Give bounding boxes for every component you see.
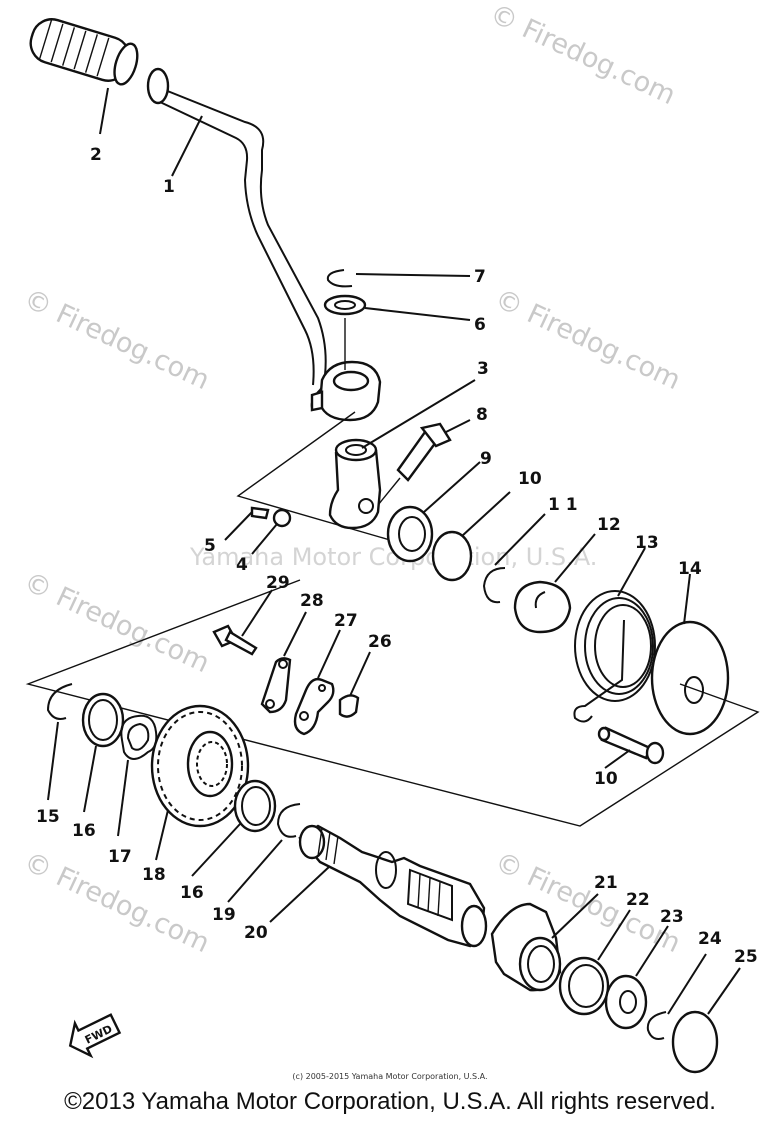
callout-22: 22	[626, 890, 650, 910]
spring-22: 22	[558, 890, 650, 1016]
callout-19: 19	[212, 905, 236, 925]
callout-4: 4	[236, 555, 248, 575]
circlip-15: 15	[36, 683, 73, 827]
callout-15: 15	[36, 807, 60, 827]
watermark-top-right: © Firedog.com	[485, 0, 680, 111]
callout-8: 8	[476, 405, 488, 425]
callout-7: 7	[474, 267, 486, 287]
circlip-11: 1 1	[482, 495, 578, 604]
washer-10-upper: 10	[431, 469, 542, 582]
callout-16-right: 16	[180, 883, 204, 903]
plate-27: 27	[293, 611, 358, 736]
callout-28: 28	[300, 591, 324, 611]
spring-5: 5	[204, 506, 270, 556]
callout-12: 12	[597, 515, 621, 535]
callout-29: 29	[266, 573, 290, 593]
torsion-spring-13: 13	[573, 533, 659, 723]
bolt-8: 8	[377, 405, 488, 506]
callout-11: 1 1	[548, 495, 578, 515]
watermark-left-upper: © Firedog.com	[19, 283, 214, 396]
callout-1: 1	[163, 177, 175, 197]
lever-shaft-end	[146, 67, 170, 105]
kick-grip	[29, 18, 139, 86]
circlip-19: 19	[212, 803, 301, 925]
clip-17: 17	[108, 714, 158, 867]
ratchet-21: 21	[490, 873, 618, 992]
kick-axle-20: 20	[244, 824, 488, 948]
kick-gear-18: 18	[142, 704, 250, 885]
callout-10-lower: 25	[734, 947, 758, 967]
oil-seal-9: 9	[386, 449, 492, 563]
callout-24: 24	[698, 929, 722, 949]
ball-4: 4	[236, 508, 292, 575]
circlip-24: 24	[646, 929, 722, 1040]
copyright-notice: ©2013 Yamaha Motor Corporation, U.S.A. A…	[64, 1088, 716, 1115]
callout-6: 6	[474, 315, 486, 335]
callout-13: 13	[635, 533, 659, 553]
callout-23: 23	[660, 907, 684, 927]
fine-print: (c) 2005-2015 Yamaha Motor Corporation, …	[292, 1072, 488, 1081]
callout-27: 27	[334, 611, 358, 631]
washer-10-lower: 25	[671, 947, 758, 1074]
guide-12: 12	[513, 515, 621, 634]
washer-16-right: 16	[180, 779, 277, 903]
circlip-7: 7	[326, 267, 486, 288]
pin-25: 10	[594, 726, 665, 789]
washer-23: 23	[604, 907, 684, 1030]
callout-3: 3	[477, 359, 489, 379]
callout-21: 21	[594, 873, 618, 893]
clip-26: 26	[338, 632, 392, 718]
bolt-29: 29	[212, 573, 290, 656]
callout-10-upper: 10	[518, 469, 542, 489]
callout-20: 20	[244, 923, 268, 943]
forward-arrow: FWD	[68, 1013, 122, 1059]
kick-lever-assembly: 1 2	[29, 18, 382, 422]
callout-9: 9	[480, 449, 492, 469]
callout-14: 14	[678, 559, 702, 579]
callout-17: 17	[108, 847, 132, 867]
watermark-left-middle: © Firedog.com	[19, 566, 214, 679]
callout-18: 18	[142, 865, 166, 885]
lever-boss	[310, 360, 382, 422]
callout-25: 10	[594, 769, 618, 789]
group-bracket-lower	[25, 579, 760, 827]
kick-boss-3: 3	[328, 359, 489, 530]
washer-16-left: 16	[72, 692, 125, 841]
callout-2: 2	[90, 145, 102, 165]
callout-26: 26	[368, 632, 392, 652]
washer-6: 6	[323, 294, 486, 370]
callout-5: 5	[204, 536, 216, 556]
watermark-right-upper: © Firedog.com	[490, 283, 685, 396]
plate-14: 14	[650, 559, 730, 736]
stopper-28: 28	[260, 591, 324, 714]
callout-16-left: 16	[72, 821, 96, 841]
